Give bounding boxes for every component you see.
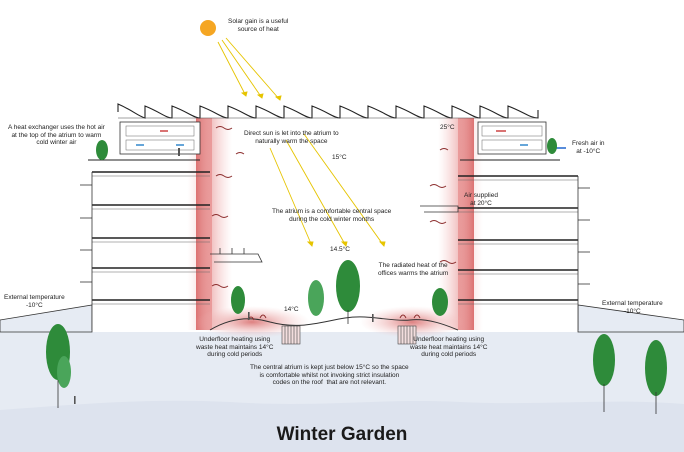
heat-exchanger-label: A heat exchanger uses the hot air at the… (8, 124, 105, 146)
left-balcony (210, 248, 263, 263)
roof-temperature-label: 25°C (440, 124, 455, 131)
solar-rays (217, 37, 282, 101)
solar-gain-label: Solar gain is a useful source of heat (228, 18, 289, 33)
external-temperature-right-label: External temperature -10°C (602, 300, 663, 315)
sawtooth-roof (117, 103, 539, 119)
upper-atrium-temperature-label: 15°C (332, 154, 347, 161)
sun-icon (200, 20, 216, 36)
left-floor-warm-zone (194, 306, 310, 338)
mid-atrium-temperature-label: 14.5°C (330, 246, 350, 253)
right-flank (577, 304, 684, 333)
trees (46, 138, 667, 414)
external-temperature-left-label: External temperature -10°C (4, 294, 65, 309)
left-office-block (80, 118, 232, 330)
snow-drift (0, 400, 684, 452)
left-underfloor-duct (281, 325, 301, 345)
warm-air-arrows (211, 126, 457, 321)
underfloor-heating-left-label: Underfloor heating using waste heat main… (196, 336, 274, 358)
left-plant-room (88, 121, 201, 161)
radiated-heat-label: The radiated heat of the offices warms t… (378, 262, 449, 277)
air-supplied-label: Air supplied at 20°C (464, 192, 498, 207)
diagram-title: Winter Garden (276, 424, 408, 445)
ground (0, 332, 684, 418)
direct-sun-label: Direct sun is let into the atrium to nat… (244, 130, 339, 145)
left-flank (0, 304, 93, 333)
atrium-comfortable-label: The atrium is a comfortable central spac… (272, 208, 392, 223)
central-atrium-label: The central atrium is kept just below 15… (250, 364, 409, 386)
underfloor-heating-right-label: Underfloor heating using waste heat main… (410, 336, 488, 358)
right-plant-room (460, 121, 560, 161)
people (74, 148, 374, 404)
right-balcony (420, 205, 459, 213)
atrium-floor (209, 316, 459, 331)
atrium-sun-rays (269, 133, 386, 247)
fresh-air-label: Fresh air in at -10°C (572, 140, 605, 155)
right-underfloor-duct (397, 325, 417, 345)
floor-temperature-label: 14°C (284, 306, 299, 313)
